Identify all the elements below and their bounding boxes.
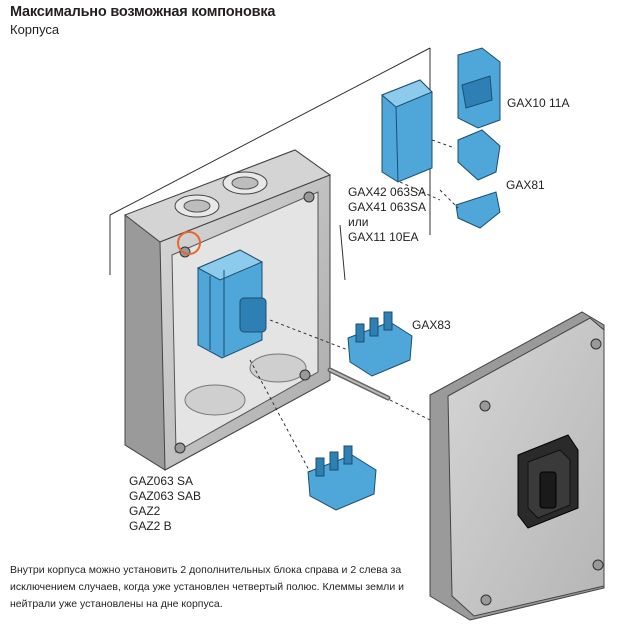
label-gaz2: GAZ2 [129, 504, 161, 518]
description-note: Внутри корпуса можно установить 2 дополн… [10, 564, 404, 610]
label-gax83: GAX83 [412, 318, 451, 332]
assembly-guide-lines [249, 139, 459, 473]
front-cover [429, 311, 605, 621]
gax10-module [457, 47, 501, 129]
bottom-terminal-part [307, 445, 377, 511]
gax83-part [347, 311, 413, 377]
main-switch-module [196, 249, 267, 359]
label-gax10: GAX10 11A [507, 96, 570, 110]
label-gaz063-sab: GAZ063 SAB [129, 489, 202, 503]
label-gax11: GAX11 10EA [348, 230, 419, 244]
label-gax41: GAX41 063SA [348, 200, 427, 214]
extension-shaft [327, 367, 391, 401]
page-title: Максимально возможная компоновка [10, 4, 276, 20]
gax81-parts [455, 129, 501, 229]
label-ili: или [348, 215, 369, 229]
label-gaz063-sa: GAZ063 SA [129, 474, 194, 488]
label-gax81: GAX81 [506, 178, 545, 192]
label-gaz2-b: GAZ2 B [129, 519, 172, 533]
highlight-circle [177, 231, 201, 255]
gax42-module [381, 79, 433, 183]
label-gax42: GAX42 063SA [348, 185, 427, 199]
page-subtitle: Корпуса [10, 22, 60, 37]
